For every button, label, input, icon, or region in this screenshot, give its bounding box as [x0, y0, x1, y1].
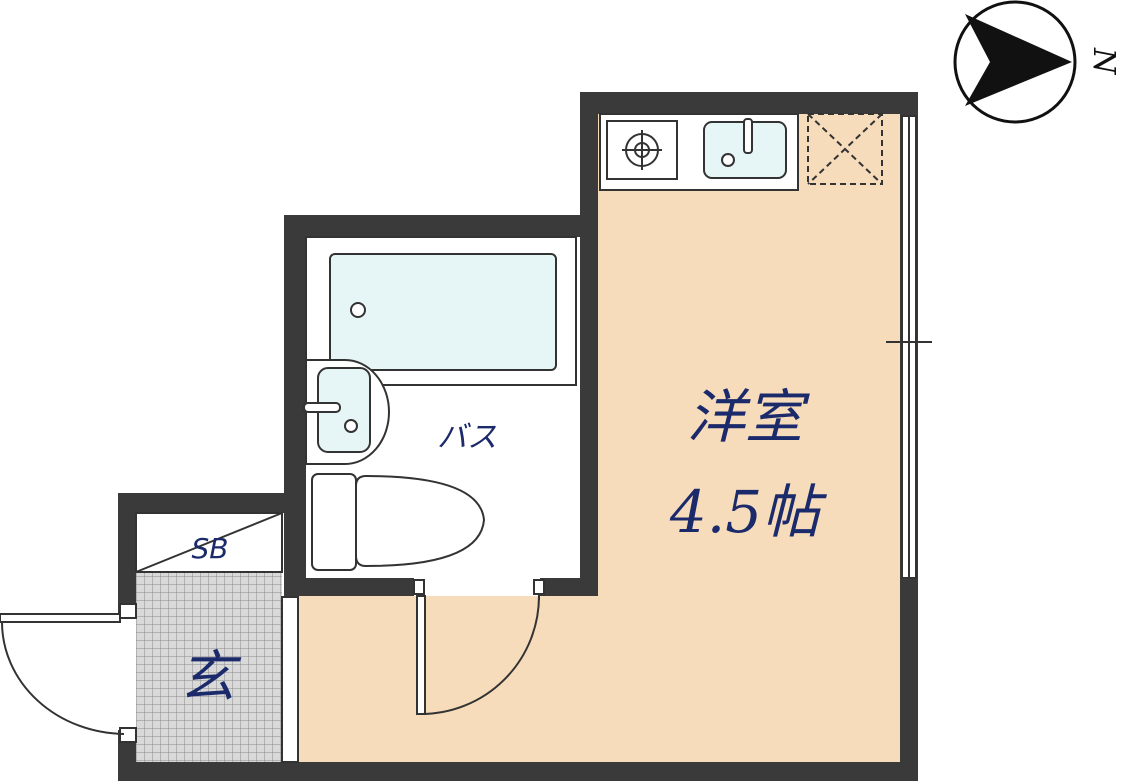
fridge-space-icon: [807, 113, 883, 185]
bathtub: [305, 236, 577, 386]
stove-icon: [622, 130, 662, 170]
kitchen-sink-icon: [703, 118, 787, 179]
compass-north-label: N: [1086, 47, 1121, 76]
entrance-door: [0, 603, 137, 743]
entrance-partition: [281, 596, 299, 763]
western-room-floor: [298, 114, 900, 762]
room-name-entrance: 玄: [179, 645, 242, 710]
storage-diagonal: [135, 512, 283, 573]
washbasin: [303, 359, 390, 465]
compass-arrow-icon: [953, 0, 1077, 124]
room-name-storage: SB: [192, 532, 229, 565]
toilet: [311, 473, 486, 571]
entrance-floor: [136, 572, 282, 762]
room-size-western: 4.5帖: [669, 478, 827, 546]
room-name-bath: バス: [437, 420, 497, 455]
room-name-western: 洋室: [687, 383, 810, 451]
bath-door: [413, 579, 545, 715]
window: [886, 115, 932, 579]
kitchen-counter: [599, 113, 799, 191]
